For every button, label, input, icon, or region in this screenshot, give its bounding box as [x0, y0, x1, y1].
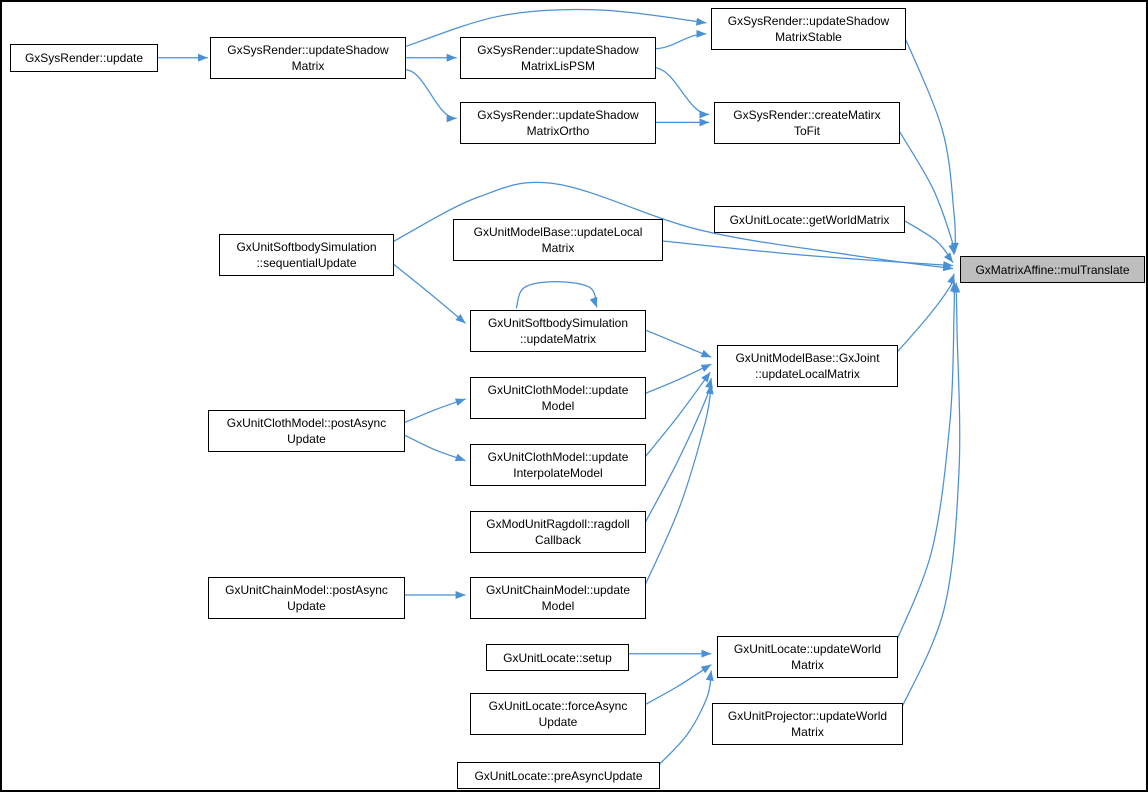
node-label-line: Update: [287, 432, 326, 446]
node-label-line: GxSysRender::updateShadow: [227, 43, 389, 57]
node-label-line: MatrixLisPSM: [520, 59, 595, 73]
edge-forceAsyncUpdate-to-locateUpdateWorldMatrix: [643, 664, 712, 706]
node-label-line: Callback: [534, 533, 582, 547]
edge-getWorldMatrix-to-mulTranslate: [901, 218, 954, 264]
node-label-line: Model: [541, 599, 575, 613]
node-label-line: Matrix: [291, 59, 325, 73]
node-label-line: GxUnitChainModel::update: [485, 583, 631, 597]
edge-ragdollCallback-to-gxJointUpdateLocalMatrix: [643, 377, 713, 526]
node-label-line: GxSysRender::updateShadow: [477, 43, 639, 57]
edge-softbodyUpdateMatrix-to-softbodyUpdateMatrix: [515, 280, 598, 309]
node-label-line: MatrixOrtho: [526, 124, 590, 138]
node-label-line: GxUnitSoftbodySimulation: [236, 240, 377, 254]
graph-node-getWorldMatrix[interactable]: GxUnitLocate::getWorldMatrix: [714, 206, 905, 233]
node-label-line: GxUnitChainModel::postAsync: [225, 583, 388, 597]
edge-locateUpdateWorldMatrix-to-mulTranslate: [893, 281, 959, 646]
node-label-line: GxSysRender::update: [24, 51, 144, 65]
node-label-line: Model: [541, 399, 575, 413]
node-label-line: Update: [287, 599, 326, 613]
node-label-line: GxUnitLocate::getWorldMatrix: [729, 212, 890, 227]
edge-sequentialUpdate-to-softbodyUpdateMatrix: [392, 263, 466, 324]
edge-updateShadowMatrixLisPSM-to-createMatirxToFit: [653, 67, 710, 119]
node-label-line: GxUnitSoftbodySimulation: [487, 316, 629, 330]
node-label-line: GxSysRender::updateShadow: [727, 14, 890, 28]
node-label-line: ::updateMatrix: [519, 332, 597, 346]
graph-node-gxJointUpdateLocalMatrix[interactable]: GxUnitModelBase::GxJoint::updateLocalMat…: [717, 345, 898, 387]
node-label-line: GxUnitClothModel::update: [487, 450, 629, 464]
node-label-line: GxMatrixAffine::mulTranslate: [975, 262, 1130, 277]
edge-updateShadowMatrix-to-updateShadowMatrixStable: [404, 8, 707, 48]
node-label-line: GxUnitLocate::setup: [503, 650, 612, 665]
node-label-line: GxUnitClothModel::update: [487, 383, 629, 397]
node-label-line: GxModUnitRagdoll::ragdoll: [486, 517, 630, 531]
node-label-line: Matrix: [791, 725, 824, 739]
edge-updateShadowMatrixLisPSM-to-updateShadowMatrixStable: [653, 29, 707, 50]
edge-clothPostAsyncUpdate-to-clothUpdateInterpolateModel: [403, 434, 466, 462]
node-label-line: GxUnitClothModel::postAsync: [226, 416, 387, 430]
edge-updateShadowMatrix-to-updateShadowMatrixOrtho: [404, 69, 457, 123]
node-label-line: GxUnitModelBase::updateLocal: [473, 225, 643, 239]
graph-node-softbodyUpdateMatrix[interactable]: GxUnitSoftbodySimulation::updateMatrix: [470, 310, 646, 352]
node-label-line: GxUnitLocate::forceAsync: [488, 699, 628, 713]
node-label-line: GxUnitLocate::preAsyncUpdate: [474, 768, 643, 783]
graph-node-preAsyncUpdate[interactable]: GxUnitLocate::preAsyncUpdate: [457, 762, 660, 789]
graph-node-mulTranslate: GxMatrixAffine::mulTranslate: [960, 256, 1145, 283]
edge-modelBaseUpdateLocalMatrix-to-mulTranslate: [660, 240, 954, 269]
edge-updateShadowMatrixStable-to-mulTranslate: [901, 31, 959, 253]
node-label-line: InterpolateModel: [513, 466, 603, 480]
node-label-line: Matrix: [541, 241, 575, 255]
edge-preAsyncUpdate-to-locateUpdateWorldMatrix: [657, 670, 714, 767]
edge-clothUpdateModel-to-gxJointUpdateLocalMatrix: [643, 363, 712, 395]
node-label-line: ToFit: [793, 124, 820, 138]
graph-node-locateSetup[interactable]: GxUnitLocate::setup: [486, 644, 629, 671]
graph-node-sequentialUpdate[interactable]: GxUnitSoftbodySimulation::sequentialUpda…: [219, 234, 394, 276]
graph-node-update[interactable]: GxSysRender::update: [10, 44, 158, 72]
node-label-line: GxUnitLocate::updateWorld: [733, 642, 882, 656]
edge-clothUpdateInterpolateModel-to-gxJointUpdateLocalMatrix: [643, 371, 711, 460]
node-label-line: ::updateLocalMatrix: [755, 367, 860, 381]
node-label-line: GxSysRender::createMatirx: [733, 108, 881, 122]
edge-clothPostAsyncUpdate-to-clothUpdateModel: [403, 398, 466, 424]
node-label-line: Matrix: [791, 658, 824, 672]
edge-createMatirxToFit-to-mulTranslate: [895, 126, 957, 255]
node-label-line: ::sequentialUpdate: [256, 256, 357, 270]
node-label-line: GxUnitProjector::updateWorld: [727, 709, 888, 723]
edge-chainUpdateModel-to-gxJointUpdateLocalMatrix: [643, 383, 714, 589]
edge-gxJointUpdateLocalMatrix-to-mulTranslate: [893, 273, 955, 356]
node-label-line: GxSysRender::updateShadow: [477, 108, 639, 122]
node-label-line: Update: [538, 715, 578, 729]
edge-softbodyUpdateMatrix-to-gxJointUpdateLocalMatrix: [643, 328, 712, 358]
node-label-line: MatrixStable: [775, 30, 842, 44]
edge-sequentialUpdate-to-mulTranslate: [392, 181, 954, 272]
node-label-line: GxUnitModelBase::GxJoint: [735, 351, 880, 365]
edge-projectorUpdateWorldMatrix-to-mulTranslate: [898, 282, 961, 713]
